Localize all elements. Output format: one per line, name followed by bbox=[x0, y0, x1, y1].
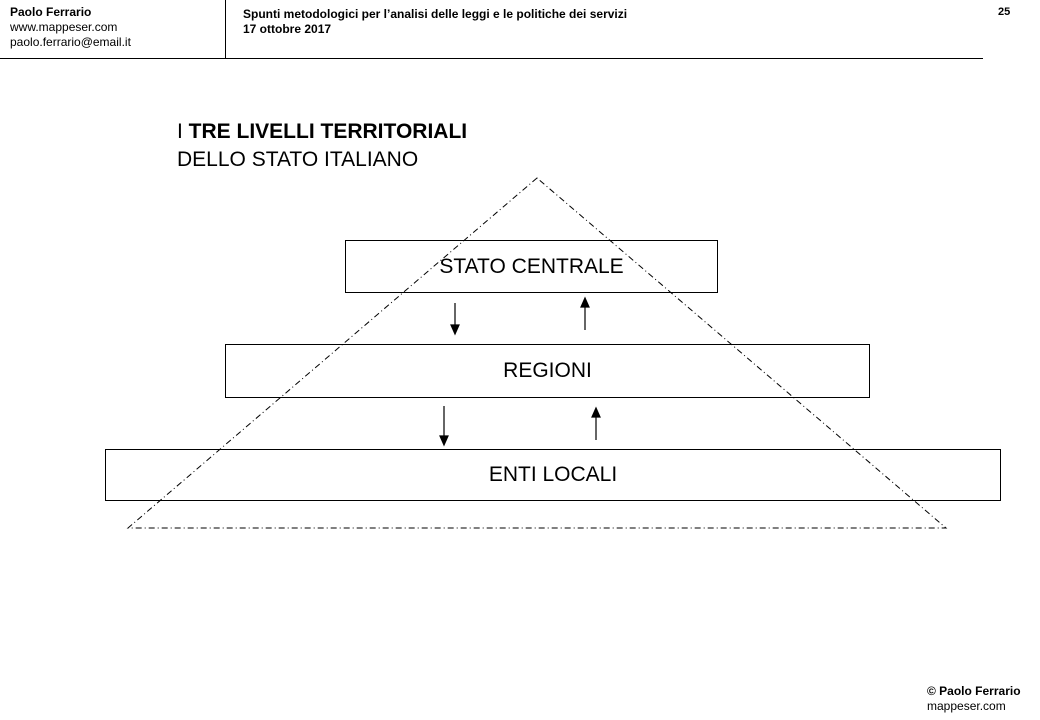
title-prefix: I bbox=[177, 120, 189, 143]
page-number: 25 bbox=[998, 6, 1011, 18]
footer-copyright: © Paolo Ferrario bbox=[927, 684, 1021, 698]
header-divider-vertical bbox=[225, 0, 226, 58]
document-title: Spunti metodologici per l’analisi delle … bbox=[243, 7, 628, 21]
level-label: STATO CENTRALE bbox=[439, 254, 624, 278]
author-name: Paolo Ferrario bbox=[10, 5, 92, 19]
header-title-block: Spunti metodologici per l’analisi delle … bbox=[243, 7, 627, 37]
pyramid-triangle bbox=[126, 177, 948, 529]
level-box-stato-centrale: STATO CENTRALE bbox=[345, 240, 718, 293]
email: paolo.ferrario@email.it bbox=[10, 35, 131, 49]
title-bold: TRE LIVELLI TERRITORIALI bbox=[188, 120, 468, 143]
document-date: 17 ottobre 2017 bbox=[243, 22, 332, 36]
website: www.mappeser.com bbox=[10, 20, 118, 34]
level-label: ENTI LOCALI bbox=[488, 463, 618, 486]
header-author-block: Paolo Ferrario www.mappeser.com paolo.fe… bbox=[10, 5, 131, 50]
slide-title: I TRE LIVELLI TERRITORIALI DELLO STATO I… bbox=[177, 118, 467, 174]
title-line2: DELLO STATO ITALIANO bbox=[177, 148, 419, 171]
header-divider bbox=[0, 58, 983, 59]
footer: © Paolo Ferrario mappeser.com bbox=[927, 684, 1021, 714]
footer-site: mappeser.com bbox=[927, 699, 1006, 713]
level-box-enti-locali: ENTI LOCALI bbox=[105, 449, 1001, 501]
level-label: REGIONI bbox=[503, 359, 592, 382]
